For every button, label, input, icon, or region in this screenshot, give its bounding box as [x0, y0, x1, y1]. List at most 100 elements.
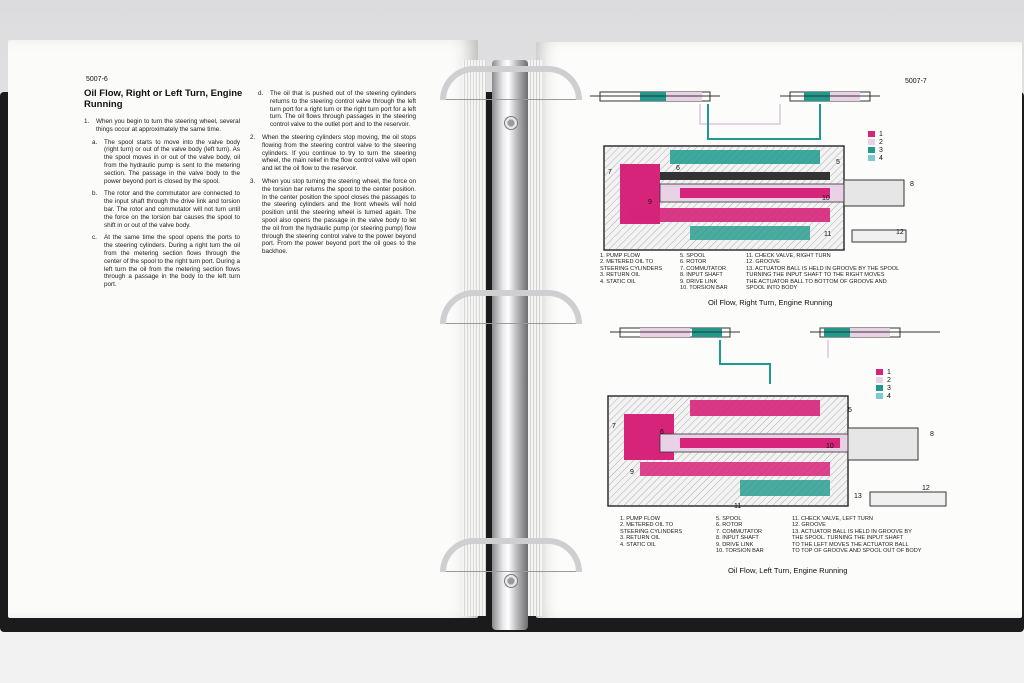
callout-number: 13 [854, 493, 862, 500]
callout-number: 7 [608, 169, 612, 176]
legend-line: 8. INPUT SHAFT [680, 272, 723, 279]
left-page [8, 40, 478, 618]
legend-line: TO THE LEFT MOVES THE ACTUATOR BALL [792, 541, 909, 548]
legend-line: 7. COMMUTATOR [716, 528, 762, 535]
color-key-label: 2 [879, 138, 883, 146]
legend-line: 2. METERED OIL TO [620, 522, 674, 529]
paragraph-tag: a. [92, 138, 98, 146]
legend-line: 3. RETURN OIL [620, 535, 661, 542]
callout-number: 6 [676, 165, 680, 172]
caption-right-turn: Oil Flow, Right Turn, Engine Running [708, 298, 833, 307]
legend-line: TURNING THE INPUT SHAFT TO THE RIGHT MOV… [746, 272, 885, 279]
color-key-label: 1 [879, 130, 883, 138]
color-key-entry: 1 [876, 368, 891, 376]
paragraph-text: When the steering cylinders stop moving,… [262, 133, 416, 173]
binder-spine [492, 60, 528, 630]
color-key-entry: 4 [868, 154, 883, 162]
color-swatch [868, 131, 875, 137]
callout-number: 9 [630, 469, 634, 476]
color-key-entry: 3 [868, 146, 883, 154]
color-key-label: 3 [887, 384, 891, 392]
callout-number: 7 [612, 423, 616, 430]
paragraph-tag: d. [258, 90, 264, 97]
color-swatch [868, 139, 875, 145]
legend-line: 13. ACTUATOR BALL IS HELD IN GROOVE BY T… [746, 265, 900, 272]
caption-left-turn: Oil Flow, Left Turn, Engine Running [728, 566, 848, 575]
legend-line: 11. CHECK VALVE, LEFT TURN [792, 516, 873, 522]
callout-number: 11 [734, 503, 741, 510]
color-swatch [868, 155, 875, 161]
paragraph-tag: b. [92, 190, 98, 198]
color-swatch [876, 385, 883, 391]
legend-line: 9. DRIVE LINK [680, 278, 718, 285]
legend-line: 12. GROOVE [792, 522, 826, 529]
valve-body-b [607, 395, 947, 507]
color-key-entry: 2 [868, 138, 883, 146]
paragraph-text: When you stop turning the steering wheel… [262, 177, 416, 256]
legend-line: 5. SPOOL [716, 516, 742, 522]
color-key-label: 3 [879, 146, 883, 154]
color-key-entry: 1 [868, 130, 883, 138]
legend-line: 2. METERED OIL TO [600, 259, 654, 266]
paragraph-tag: 3. [250, 177, 256, 185]
callout-number: 8 [910, 181, 914, 188]
paragraph-text: At the same time the spool opens the por… [104, 234, 240, 289]
paragraph-text: The oil that is pushed out of the steeri… [270, 90, 416, 129]
color-key-label: 1 [887, 368, 891, 376]
section-heading: Oil Flow, Right or Left Turn, Engine Run… [84, 88, 243, 110]
legend-line: 6. ROTOR [680, 259, 707, 266]
legend-line: TO TOP OF GROOVE AND SPOOL OUT OF BODY [792, 548, 922, 555]
color-key-entry: 3 [876, 384, 891, 392]
paragraph-3: 3. When you stop turning the steering whe… [250, 178, 416, 256]
valve-body [603, 145, 907, 251]
legend-line: 11. CHECK VALVE, RIGHT TURN [746, 253, 831, 259]
callout-number: 5 [836, 159, 840, 166]
paragraph-tag: 2. [250, 133, 256, 141]
legend-line: 9. DRIVE LINK [716, 541, 754, 548]
callout-number: 11 [824, 231, 831, 238]
legend-line: 1. PUMP FLOW [620, 516, 660, 522]
paragraph-c: c.At the same time the spool opens the p… [84, 234, 240, 289]
binder-rivet-bottom [504, 574, 518, 588]
legend-line: THE SPOOL. TURNING THE INPUT SHAFT [792, 535, 904, 542]
callout-number: 12 [922, 485, 930, 492]
color-swatch [868, 147, 875, 153]
paragraph-tag: 1. [84, 118, 90, 125]
callout-number: 10 [826, 443, 834, 450]
color-key-entry: 2 [876, 376, 891, 384]
legend-line: 1. PUMP FLOW [600, 253, 640, 259]
legend-line: 10. TORSION BAR [680, 285, 728, 292]
color-key-entry: 4 [876, 392, 891, 400]
binder-ring-top [440, 66, 582, 100]
legend-line: STEERING CYLINDERS [620, 528, 683, 535]
paragraph-2: 2. When the steering cylinders stop movin… [250, 134, 416, 173]
callout-number: 6 [660, 429, 664, 436]
color-swatch [876, 369, 883, 375]
paragraph-d: d. The oil that is pushed out of the stee… [250, 90, 416, 129]
color-swatch [876, 377, 883, 383]
right-page-number: 5007-7 [905, 78, 927, 85]
legend-line: STEERING CYLINDERS [600, 265, 663, 272]
legend-line: 3. RETURN OIL [600, 272, 641, 279]
paragraph-text: The spool starts to move into the valve … [104, 138, 240, 185]
color-key-label: 4 [879, 154, 883, 162]
legend-line: THE ACTUATOR BALL TO BOTTOM OF GROOVE AN… [746, 278, 887, 285]
left-page-number: 5007-6 [86, 76, 108, 83]
legend-line: SPOOL INTO BODY [746, 285, 798, 292]
binder-rivet-top [504, 116, 518, 130]
steering-cylinder-left [590, 91, 720, 102]
left-text-column-2: d. The oil that is pushed out of the stee… [250, 90, 416, 261]
legend-line: 4. STATIC OIL [620, 541, 656, 548]
page-stack-left [462, 60, 486, 616]
color-key-label: 2 [887, 376, 891, 384]
